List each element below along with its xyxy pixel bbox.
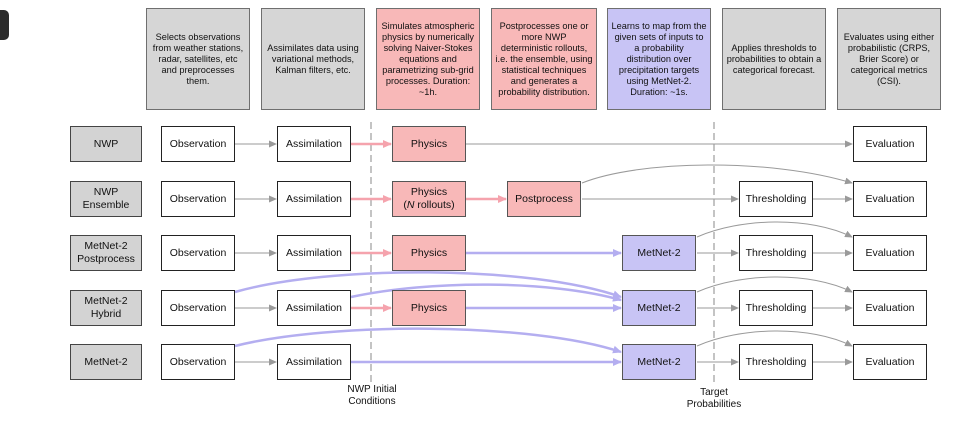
node-thresholding: Thresholding: [739, 344, 813, 380]
node-metnet2: MetNet-2: [622, 344, 696, 380]
node-physics-ensemble: Physics(N rollouts): [392, 181, 466, 217]
arrow-assim-metnet-curve-4: [350, 283, 622, 302]
node-postprocess: Postprocess: [507, 181, 581, 217]
row-label-nwp: NWP: [70, 126, 142, 162]
node-thresholding: Thresholding: [739, 181, 813, 217]
node-assimilation: Assimilation: [277, 126, 351, 162]
node-observation: Observation: [161, 235, 235, 271]
desc-thresholding: Applies thresholds to probabilities to o…: [722, 8, 826, 110]
desc-observation: Selects observations from weather statio…: [146, 8, 250, 110]
node-metnet2: MetNet-2: [622, 290, 696, 326]
desc-metnet2: Learns to map from the given sets of inp…: [607, 8, 711, 110]
node-physics: Physics: [392, 235, 466, 271]
desc-physics: Simulates atmospheric physics by numeric…: [376, 8, 480, 110]
desc-assimilation: Assimilates data using variational metho…: [261, 8, 365, 110]
arrow-metnet-eval-curve-5: [696, 330, 853, 347]
arrow-post-eval-curve-2: [581, 164, 853, 185]
arrow-metnet-eval-curve-4: [696, 276, 853, 293]
node-evaluation: Evaluation: [853, 181, 927, 217]
node-observation: Observation: [161, 290, 235, 326]
arrow-metnet-eval-curve-3: [696, 221, 853, 238]
node-observation: Observation: [161, 126, 235, 162]
node-assimilation: Assimilation: [277, 181, 351, 217]
node-evaluation: Evaluation: [853, 290, 927, 326]
node-assimilation: Assimilation: [277, 344, 351, 380]
node-evaluation: Evaluation: [853, 235, 927, 271]
node-assimilation: Assimilation: [277, 235, 351, 271]
window-edge-tab: [0, 10, 9, 40]
arrow-obs-metnet-curve-4: [234, 271, 622, 299]
node-physics: Physics: [392, 290, 466, 326]
node-observation: Observation: [161, 181, 235, 217]
node-thresholding: Thresholding: [739, 290, 813, 326]
node-metnet2: MetNet-2: [622, 235, 696, 271]
node-thresholding: Thresholding: [739, 235, 813, 271]
node-physics: Physics: [392, 126, 466, 162]
node-evaluation: Evaluation: [853, 126, 927, 162]
arrow-obs-metnet-curve-5: [234, 327, 622, 354]
node-observation: Observation: [161, 344, 235, 380]
node-evaluation: Evaluation: [853, 344, 927, 380]
desc-postprocess: Postprocesses one or more NWP determinis…: [491, 8, 597, 110]
desc-evaluation: Evaluates using either probabilistic (CR…: [837, 8, 941, 110]
node-assimilation: Assimilation: [277, 290, 351, 326]
row-label-metnet2: MetNet-2: [70, 344, 142, 380]
